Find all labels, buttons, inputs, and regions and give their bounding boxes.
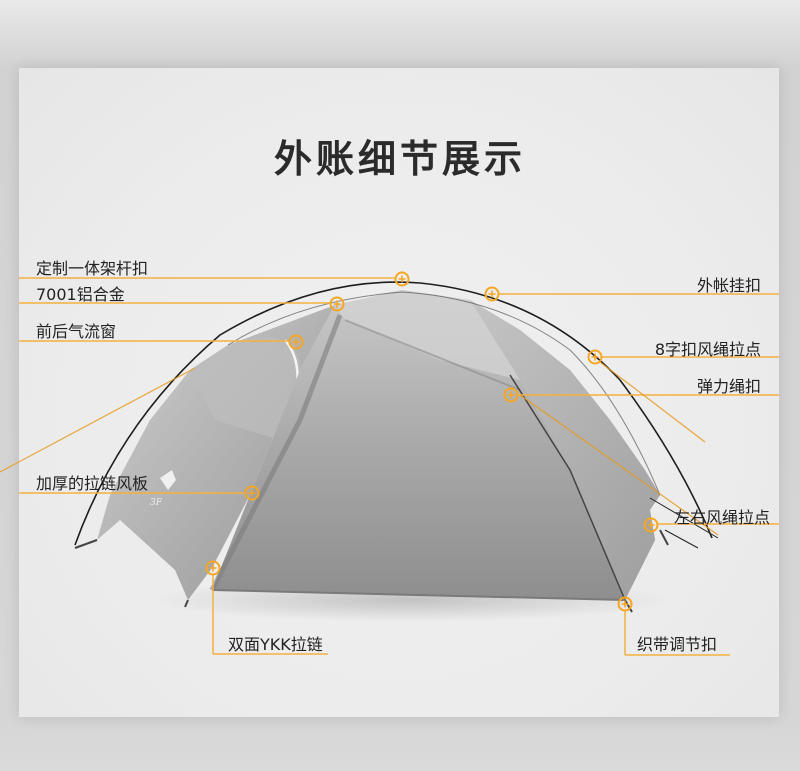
plus-circle-icon[interactable] [617,596,633,612]
plus-circle-icon[interactable] [394,271,410,287]
plus-circle-icon[interactable] [643,517,659,533]
brand-logo-text: 3F [150,498,163,508]
callout-label-aluminum: 7001铝合金 [36,285,125,304]
plus-circle-icon[interactable] [205,560,221,576]
plus-circle-icon[interactable] [503,387,519,403]
tent-pole [74,281,713,546]
leader-lines [19,277,779,656]
plus-circle-icon[interactable] [288,334,304,350]
plus-circle-icon[interactable] [587,349,603,365]
callout-label-webbing-buckle: 织带调节扣 [637,635,718,654]
brand-logo-icon [160,470,176,490]
plus-circle-icon[interactable] [329,296,345,312]
callout-label-vent: 前后气流窗 [36,322,117,341]
plus-circle-icon[interactable] [244,485,260,501]
callout-label-fly-clip: 外帐挂扣 [696,276,761,295]
page-title: 外账细节展示 [273,137,526,181]
callout-label-pole-clip: 定制一体架杆扣 [36,259,149,278]
callout-label-guy-point-8: 8字扣风绳拉点 [654,340,761,359]
callout-label-ykk-zipper: 双面YKK拉链 [228,635,323,654]
plus-circle-icon[interactable] [484,286,500,302]
callout-label-side-guy-point: 左右风绳拉点 [673,508,770,527]
markers [205,271,659,612]
callout-label-zipper-flap: 加厚的拉链风板 [36,474,149,493]
callout-label-elastic-buckle: 弹力绳扣 [696,377,761,396]
